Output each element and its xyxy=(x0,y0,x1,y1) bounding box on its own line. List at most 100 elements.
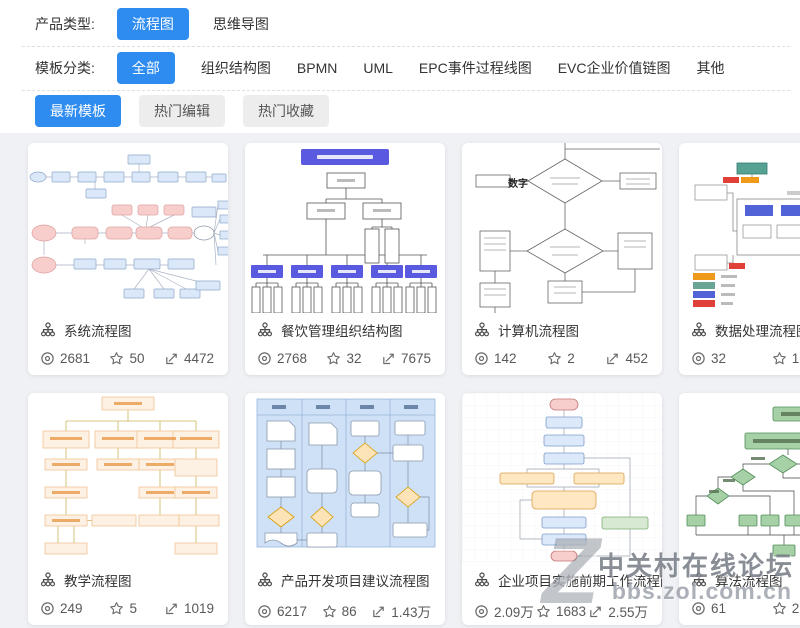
stars-count: 2 xyxy=(791,601,800,616)
views-count: 61 xyxy=(711,601,727,616)
stars-stat[interactable]: 2 xyxy=(772,601,800,616)
star-icon xyxy=(109,601,124,616)
product-type-row: 产品类型: 流程图 思维导图 xyxy=(35,8,269,40)
star-icon xyxy=(772,601,787,616)
views-stat: 61 xyxy=(691,601,726,616)
star-icon xyxy=(109,351,124,366)
fork-use-icon xyxy=(371,604,386,619)
card-stats: 2681 50 4472 xyxy=(28,340,228,366)
product-type-mindmap[interactable]: 思维导图 xyxy=(212,16,269,32)
star-icon xyxy=(326,351,341,366)
views-count: 2768 xyxy=(277,351,308,366)
eye-icon xyxy=(691,601,706,616)
card-title: 产品开发项目建议流程图 xyxy=(281,574,430,589)
card-stats: 61 2 xyxy=(679,590,800,616)
template-card-system-flowchart[interactable]: 系统流程图 2681 50 4472 xyxy=(28,143,228,375)
views-stat: 2768 xyxy=(257,351,307,366)
template-card-data-processing-flowchart[interactable]: 数据处理流程图 32 1 xyxy=(679,143,800,375)
thumbnail-restaurant-orgchart xyxy=(245,143,445,313)
card-title: 算法流程图 xyxy=(715,574,783,589)
card-title: 教学流程图 xyxy=(64,574,132,589)
org-chart-icon xyxy=(257,322,273,338)
uses-count: 1.43万 xyxy=(391,605,431,620)
product-type-label: 产品类型: xyxy=(35,16,95,32)
template-card-algorithm-flowchart[interactable]: 算法流程图 61 2 xyxy=(679,393,800,625)
org-chart-icon xyxy=(691,572,707,588)
thumbnail-system-flowchart xyxy=(28,143,228,313)
filter-panel: 产品类型: 流程图 思维导图 模板分类: 全部 组织结构图 BPMN UML E… xyxy=(0,0,800,133)
org-chart-icon xyxy=(474,322,490,338)
card-stats: 142 2 452 xyxy=(462,340,662,366)
stars-count: 2 xyxy=(567,351,575,366)
org-chart-icon xyxy=(40,322,56,338)
fork-use-icon xyxy=(381,351,396,366)
org-chart-icon xyxy=(40,572,56,588)
eye-icon xyxy=(474,604,489,619)
category-all[interactable]: 全部 xyxy=(116,52,175,84)
card-title-row: 教学流程图 xyxy=(28,563,228,590)
template-card-computer-flowchart[interactable]: 数字 计算机流程图 142 2 452 xyxy=(462,143,662,375)
eye-icon xyxy=(691,351,706,366)
thumbnail-algorithm-flowchart xyxy=(679,393,800,563)
thumbnail-bold-label: 数字 xyxy=(508,177,528,190)
template-card-enterprise-project-flowchart[interactable]: 企业项目实施前期工作流程图 2.09万 1683 2.55万 xyxy=(462,393,662,625)
thumbnail-data-processing-flowchart xyxy=(679,143,800,313)
stars-count: 86 xyxy=(341,603,357,619)
star-icon xyxy=(547,351,562,366)
stars-stat[interactable]: 86 xyxy=(322,604,357,619)
uses-count: 7675 xyxy=(400,351,431,366)
card-title-row: 计算机流程图 xyxy=(462,313,662,340)
category-orgchart[interactable]: 组织结构图 xyxy=(200,60,271,76)
card-stats: 2.09万 1683 2.55万 xyxy=(462,590,662,621)
category-epc[interactable]: EPC事件过程线图 xyxy=(418,60,532,76)
views-count: 2.09万 xyxy=(494,605,534,620)
stars-stat[interactable]: 1683 xyxy=(536,604,586,619)
eye-icon xyxy=(474,351,489,366)
card-title-row: 产品开发项目建议流程图 xyxy=(245,563,445,590)
sort-hot-edit[interactable]: 热门编辑 xyxy=(139,95,225,127)
views-stat: 2.09万 xyxy=(474,601,534,621)
card-stats: 2768 32 7675 xyxy=(245,340,445,366)
star-icon xyxy=(772,351,787,366)
uses-stat: 7675 xyxy=(381,351,431,366)
card-title-row: 餐饮管理组织结构图 xyxy=(245,313,445,340)
stars-stat[interactable]: 1 xyxy=(772,351,799,366)
uses-stat: 452 xyxy=(605,351,648,366)
views-stat: 142 xyxy=(474,351,517,366)
product-type-flowchart[interactable]: 流程图 xyxy=(116,8,189,40)
divider xyxy=(22,46,790,47)
stars-stat[interactable]: 50 xyxy=(109,351,145,366)
card-title: 数据处理流程图 xyxy=(715,324,800,339)
category-evc[interactable]: EVC企业价值链图 xyxy=(557,60,671,76)
uses-count: 4472 xyxy=(183,351,214,366)
template-card-product-dev-flowchart[interactable]: 产品开发项目建议流程图 6217 86 1.43万 xyxy=(245,393,445,625)
template-grid: 系统流程图 2681 50 4472 xyxy=(0,133,800,628)
template-card-teaching-flowchart[interactable]: 教学流程图 249 5 1019 xyxy=(28,393,228,625)
eye-icon xyxy=(257,351,272,366)
card-title: 企业项目实施前期工作流程图 xyxy=(498,574,662,589)
template-card-restaurant-orgchart[interactable]: 餐饮管理组织结构图 2768 32 7675 xyxy=(245,143,445,375)
sort-newest[interactable]: 最新模板 xyxy=(35,95,121,127)
views-stat: 6217 xyxy=(257,604,307,619)
uses-stat: 1.43万 xyxy=(371,601,431,621)
stars-stat[interactable]: 5 xyxy=(109,601,137,616)
views-count: 6217 xyxy=(277,603,308,619)
thumbnail-teaching-flowchart xyxy=(28,393,228,563)
divider xyxy=(22,90,790,91)
stars-count: 5 xyxy=(129,601,137,616)
fork-use-icon xyxy=(605,351,620,366)
category-uml[interactable]: UML xyxy=(363,60,393,76)
stars-stat[interactable]: 32 xyxy=(326,351,362,366)
fork-use-icon xyxy=(164,601,179,616)
card-title: 系统流程图 xyxy=(64,324,132,339)
uses-stat: 2.55万 xyxy=(588,601,648,621)
category-other[interactable]: 其他 xyxy=(696,60,725,76)
category-bpmn[interactable]: BPMN xyxy=(296,60,338,76)
uses-count: 1019 xyxy=(183,601,214,616)
card-stats: 249 5 1019 xyxy=(28,590,228,616)
uses-stat: 4472 xyxy=(164,351,214,366)
stars-stat[interactable]: 2 xyxy=(547,351,575,366)
stars-count: 1683 xyxy=(555,603,587,619)
sort-hot-collect[interactable]: 热门收藏 xyxy=(243,95,329,127)
star-icon xyxy=(322,604,337,619)
